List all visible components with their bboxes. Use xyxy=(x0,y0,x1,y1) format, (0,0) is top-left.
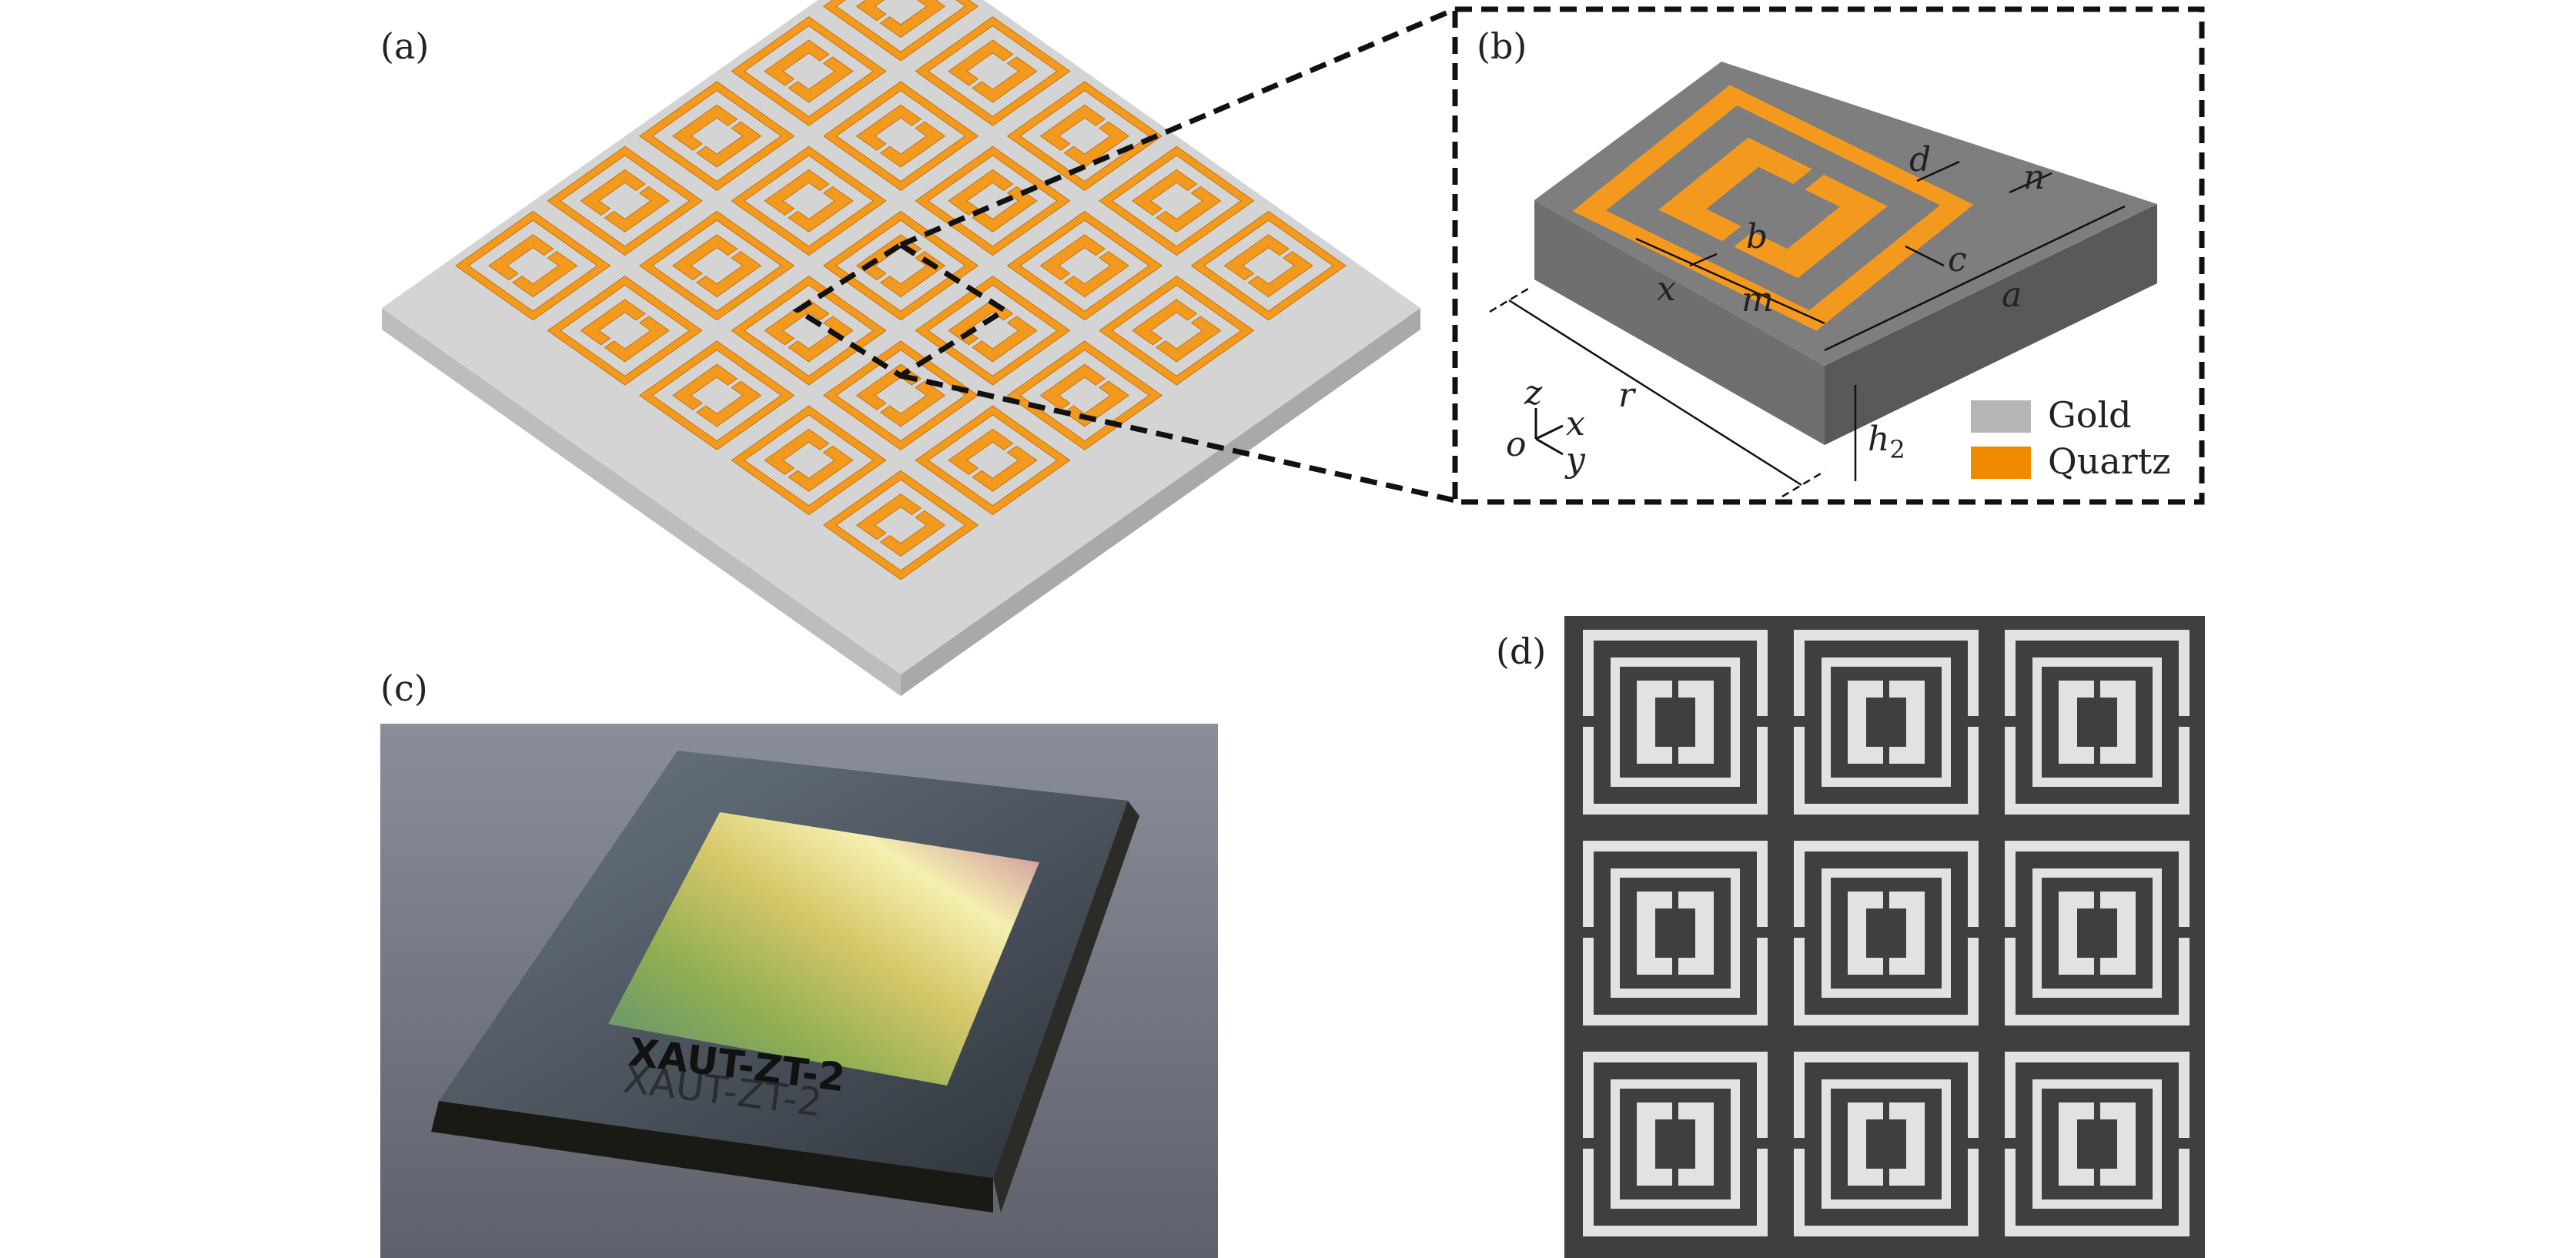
metasurface-patch xyxy=(608,812,1039,1086)
axis-label-y: y xyxy=(1564,440,1586,480)
axis-label-o: o xyxy=(1506,425,1527,464)
panel-d-label: (d) xyxy=(1496,631,1546,672)
dim-label-x: x xyxy=(1657,269,1676,309)
axis-label-x: x xyxy=(1566,404,1585,443)
dim-label-m: m xyxy=(1741,280,1774,320)
unit-cell-resonator xyxy=(1572,85,1974,331)
panel-a-label: (a) xyxy=(380,25,429,67)
substrate-side-left xyxy=(382,308,901,696)
dim-label-n: n xyxy=(2023,158,2045,197)
legend-swatch-gold xyxy=(1971,400,2031,433)
axis-label-z: z xyxy=(1524,373,1543,413)
dim-label-r: r xyxy=(1618,376,1637,415)
dim-label-a: a xyxy=(2002,276,2022,315)
legend: Gold Quartz xyxy=(1971,394,2170,482)
micrograph-array xyxy=(1583,630,2190,1236)
dim-label-b: b xyxy=(1746,217,1768,256)
panel-b-label: (b) xyxy=(1477,25,1527,67)
substrate-top xyxy=(382,0,1420,674)
panel-c: (c) XAUT-ZT-2 XAUT-ZT-2 xyxy=(380,667,1218,1258)
panel-b: (b) d n b c x m a r h2 xyxy=(1452,6,2205,505)
zoom-connectors xyxy=(899,6,1457,504)
unit-cell-side xyxy=(1825,204,2157,445)
legend-label-gold: Gold xyxy=(2048,394,2132,436)
panel-c-label: (c) xyxy=(380,667,428,709)
dim-label-d: d xyxy=(1909,140,1931,179)
coordinate-axes xyxy=(1534,408,1564,456)
dimension-lines xyxy=(1489,160,2126,498)
glass-slide-edge xyxy=(431,1101,993,1213)
legend-swatch-quartz xyxy=(1971,447,2031,479)
panel-a: (a) xyxy=(380,0,1420,696)
panel-d: (d) xyxy=(1496,616,2205,1258)
substrate-side-right xyxy=(901,308,1420,696)
dim-label-h2: h2 xyxy=(1868,420,1905,464)
glass-slide-side xyxy=(993,801,1139,1213)
legend-label-quartz: Quartz xyxy=(2048,440,2170,482)
dim-label-c: c xyxy=(1948,240,1967,279)
unit-cell-front xyxy=(1534,200,1825,445)
